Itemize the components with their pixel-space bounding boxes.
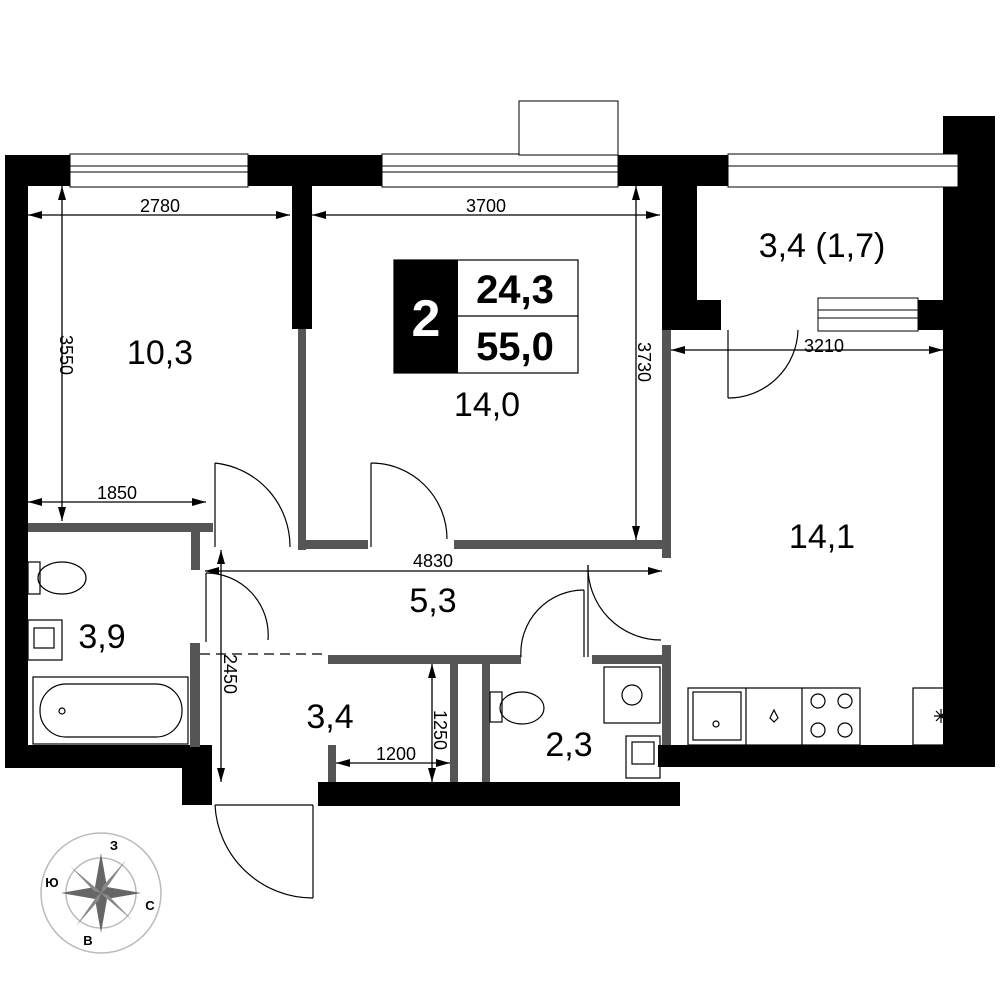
- exterior-walls: [5, 116, 995, 806]
- interior-walls: [28, 329, 671, 782]
- dim-label: 2780: [140, 196, 180, 216]
- area-bedroom-left: 10,3: [127, 334, 193, 372]
- dim-label: 1250: [430, 710, 450, 750]
- dim-label: 3700: [466, 196, 506, 216]
- dim-closet-width: 1200: [336, 744, 450, 767]
- rooms-count: 2: [412, 290, 441, 348]
- compass-south: Ю: [45, 875, 58, 890]
- dim-bathroom-width: 1850: [28, 483, 206, 506]
- area-balcony: 3,4 (1,7): [759, 227, 886, 265]
- area-hall: 5,3: [409, 582, 456, 620]
- windows: [69, 100, 959, 332]
- washing-machine-icon: [603, 666, 661, 724]
- dim-entry-depth: 2450: [217, 550, 240, 782]
- fridge-icon: [912, 687, 970, 746]
- total-area: 55,0: [476, 325, 554, 369]
- dim-bedroom-left-width: 2780: [28, 196, 290, 219]
- dim-bedroom-center-width: 3700: [312, 196, 660, 219]
- dim-label: 1850: [97, 483, 137, 503]
- door-living[interactable]: [587, 564, 662, 657]
- toilet-icon: [27, 561, 87, 595]
- door-bedroom-center[interactable]: [370, 462, 448, 547]
- area-bedroom-center: 14,0: [454, 386, 520, 424]
- door-bedroom-left[interactable]: [214, 462, 291, 548]
- dim-label: 3210: [804, 336, 844, 356]
- dim-label: 3550: [56, 335, 76, 375]
- area-living-kitchen: 14,1: [789, 518, 855, 556]
- door-balcony[interactable]: [727, 329, 799, 399]
- compass-west: З: [110, 838, 118, 853]
- compass-east: В: [83, 933, 92, 948]
- dim-bedroom-center-depth: 3730: [632, 186, 654, 540]
- dim-hall-length: 4830: [205, 551, 662, 575]
- dim-bedroom-left-depth: 3550: [56, 186, 76, 521]
- dim-living-width: 3210: [671, 336, 943, 356]
- kitchen-counter-icon: [687, 687, 861, 746]
- apartment-badge: 2 24,3 55,0: [393, 259, 579, 374]
- dim-label: 1200: [376, 744, 416, 764]
- compass-north: С: [145, 898, 155, 913]
- area-wc: 2,3: [545, 726, 592, 764]
- dim-label: 3730: [634, 342, 654, 382]
- dim-label: 4830: [413, 551, 453, 571]
- area-entry: 3,4: [306, 698, 353, 736]
- sink-icon: [27, 619, 63, 661]
- dim-living-depth: 4360: [948, 330, 970, 745]
- room-labels: 10,3 14,0 3,4 (1,7) 14,1 5,3 3,9 3,4 2,3: [78, 227, 885, 764]
- dimension-lines: 2780 3550 1850 3700 3730 3210: [28, 186, 970, 782]
- compass-icon: З Ю С В: [40, 832, 162, 954]
- dim-label: 2450: [220, 654, 240, 694]
- wc-toilet-icon: [489, 691, 545, 725]
- door-entrance[interactable]: [214, 804, 314, 899]
- area-bathroom: 3,9: [78, 618, 125, 656]
- fixtures: [27, 561, 970, 779]
- door-wc[interactable]: [520, 589, 585, 658]
- dim-label: 4360: [950, 518, 970, 558]
- bathtub-icon: [32, 676, 189, 745]
- door-bathroom[interactable]: [205, 572, 269, 642]
- living-area: 24,3: [476, 268, 554, 312]
- dim-closet-depth: 1250: [428, 664, 450, 782]
- wc-sink-icon: [625, 735, 661, 779]
